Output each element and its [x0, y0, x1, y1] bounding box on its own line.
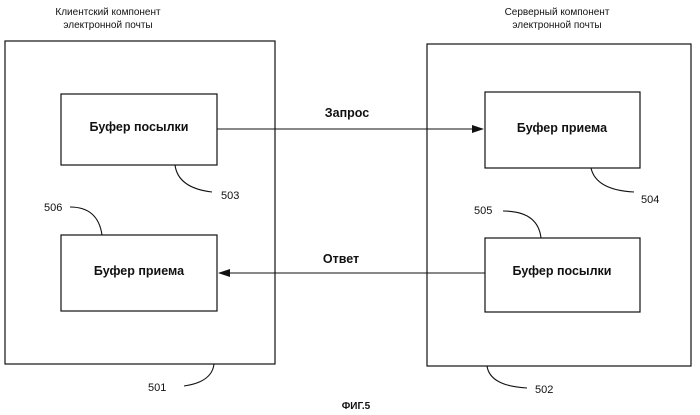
client-receive-buffer-label: Буфер приема: [94, 264, 185, 278]
request-arrow-label: Запрос: [325, 106, 369, 120]
client-send-buffer-label: Буфер посылки: [90, 120, 189, 134]
server-component-label-line2: электронной почты: [512, 20, 601, 31]
server-send-buffer-ref: 505: [474, 205, 492, 217]
client-send-buffer-ref: 503: [221, 190, 239, 202]
figure-label: ФИГ.5: [342, 401, 371, 412]
client-component: Клиентский компонент электронной почты 5…: [5, 7, 275, 394]
server-component: Серверный компонент электронной почты 50…: [427, 7, 691, 396]
server-send-buffer-label: Буфер посылки: [513, 264, 612, 278]
response-arrow-label: Ответ: [323, 252, 359, 266]
server-receive-buffer-ref: 504: [641, 194, 659, 206]
server-component-leader-line: [487, 366, 527, 388]
client-receive-buffer-ref: 506: [44, 202, 62, 214]
client-component-ref: 501: [148, 382, 166, 394]
client-component-label-line1: Клиентский компонент: [55, 7, 161, 18]
server-receive-buffer-label: Буфер приема: [517, 121, 608, 135]
server-component-ref: 502: [535, 384, 553, 396]
client-component-leader-line: [184, 364, 214, 386]
server-component-label-line1: Серверный компонент: [505, 7, 610, 18]
client-component-label-line2: электронной почты: [63, 20, 152, 31]
